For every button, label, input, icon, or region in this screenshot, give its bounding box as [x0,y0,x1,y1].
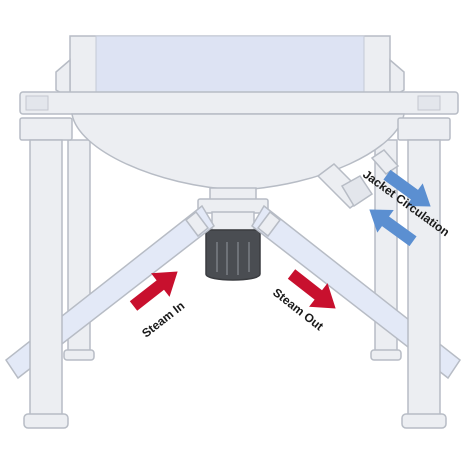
front-left-leg-bracket [19,117,73,141]
back-right-foot [370,349,402,361]
valve-flange-top [209,187,257,201]
jacket-out-arrow [383,169,431,207]
vessel-left-lug [55,58,71,100]
valve-actuator-ribs [216,242,250,275]
front-left-leg [29,139,63,419]
valve-flange [197,198,269,214]
vessel-body [55,35,405,100]
back-left-foot [63,349,95,361]
jacket-nozzles [316,149,400,209]
support-ring-bolt-left [25,95,49,111]
front-right-foot [401,413,447,429]
front-right-leg [407,139,441,419]
steam-out-fitting [256,210,282,238]
steam-out-arrow [287,269,336,309]
valve-actuator [205,229,261,281]
jacket-nozzle-upper [370,149,400,175]
jacket-nozzle-lower-fitting [340,175,374,208]
front-left-foot [23,413,69,429]
vessel-right-lug [389,58,405,100]
front-legs [19,117,451,429]
steam-in-label: Steam In [139,299,187,341]
bottom-outlet-valve [197,187,269,281]
valve-body [211,211,255,231]
support-ring-bolt-right [417,95,441,111]
back-legs [63,139,402,361]
jacket-in-arrow [369,209,417,247]
front-right-leg-bracket [397,117,451,141]
steam-in-fitting [184,210,210,238]
steam-in-arrow [129,271,178,311]
support-ring [19,91,459,115]
vessel-window [95,35,365,99]
